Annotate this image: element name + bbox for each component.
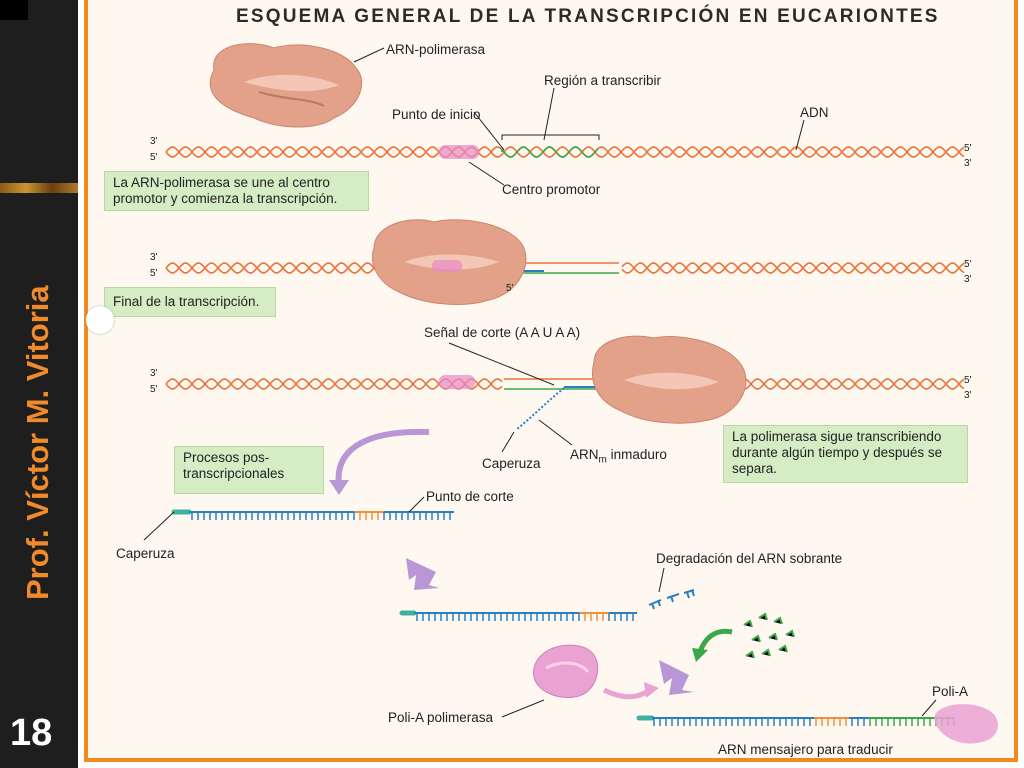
- label-arn-mensajero: ARN mensajero para traducir: [718, 742, 893, 757]
- leader-caperuza-2: [143, 511, 175, 541]
- end-3-row3-right: 3': [964, 390, 972, 401]
- label-arn-polimerasa: ARN-polimerasa: [386, 42, 486, 57]
- dna-strand-3: [165, 375, 965, 431]
- arnm-prefix: ARN: [570, 447, 599, 462]
- rna-polymerase-3: [591, 335, 747, 424]
- rna-polymerase-1: [209, 43, 363, 128]
- end-5-row1-left: 5': [150, 152, 158, 163]
- end-5-row2-mid: 5': [506, 283, 514, 294]
- immature-mrna-tail: [515, 387, 565, 431]
- arnm-suffix: inmaduro: [606, 447, 667, 462]
- label-arnm-inmaduro: ARNm inmaduro: [570, 447, 667, 466]
- label-senal-corte: Señal de corte (A A U A A): [424, 325, 581, 340]
- dna-strand-1: [165, 145, 965, 159]
- label-region-transcribir: Región a transcribir: [544, 73, 662, 88]
- promoter-region-1: [439, 145, 479, 159]
- end-3-row1-right: 3': [964, 158, 972, 169]
- binder-hole: [86, 306, 114, 334]
- label-adn: ADN: [800, 105, 829, 120]
- green-arrow: [697, 628, 733, 653]
- leader-arn-polimerasa: [353, 47, 385, 63]
- author-name: Prof. Víctor M. Vitoria: [20, 285, 55, 600]
- mrna-cleaved: [399, 610, 637, 621]
- end-3-row2-left: 3': [150, 252, 158, 263]
- end-3-row1-left: 3': [150, 136, 158, 147]
- end-3-row3-left: 3': [150, 368, 158, 379]
- page-number: 18: [10, 712, 53, 754]
- free-nucleotides: [743, 612, 795, 659]
- leader-degradacion: [658, 567, 665, 593]
- end-5-row3-left: 5': [150, 384, 158, 395]
- label-centro-promotor: Centro promotor: [502, 182, 601, 197]
- leader-senal-corte: [448, 342, 555, 386]
- leader-caperuza-1: [501, 431, 515, 453]
- process-arrow-2: [406, 558, 439, 590]
- mature-mrna: [636, 704, 999, 744]
- leader-adn: [795, 119, 805, 151]
- process-arrow-1: [335, 428, 430, 486]
- note-post-transcriptional: Procesos pos-transcripcionales: [174, 446, 324, 494]
- dna-strand-2: [165, 262, 965, 274]
- label-caperuza-2: Caperuza: [116, 546, 175, 561]
- leader-poli-a: [921, 699, 937, 717]
- mrna-immature: [171, 509, 454, 520]
- leader-punto-inicio: [473, 111, 505, 151]
- leader-poli-a-polimerasa: [501, 699, 545, 718]
- note-end-transcription: Final de la transcripción.: [104, 287, 276, 317]
- label-poli-a: Poli-A: [932, 684, 969, 699]
- promoter-region-3: [439, 375, 475, 389]
- note-polymerase-continues: La polimerasa sigue transcribiendo duran…: [723, 425, 968, 483]
- label-punto-inicio: Punto de inicio: [392, 107, 481, 122]
- end-5-row1-right: 5': [964, 143, 972, 154]
- label-punto-corte: Punto de corte: [426, 489, 514, 504]
- degraded-rna-fragments: [648, 589, 695, 610]
- sidebar: Prof. Víctor M. Vitoria 18: [0, 0, 78, 768]
- region-bracket: [501, 134, 600, 140]
- end-5-row2-right: 5': [964, 259, 972, 270]
- sidebar-corner: [0, 0, 28, 20]
- leader-centro-promotor: [468, 161, 505, 186]
- leader-punto-corte: [408, 496, 425, 513]
- poly-a-polymerase: [533, 644, 599, 698]
- diagram-title: ESQUEMA GENERAL DE LA TRANSCRIPCIÓN EN E…: [236, 6, 940, 27]
- rna-polymerase-2: [372, 219, 527, 305]
- leader-region: [543, 87, 555, 141]
- note-binding: La ARN-polimerasa se une al centro promo…: [104, 171, 369, 211]
- sidebar-stripe: [0, 183, 78, 193]
- label-poli-a-polimerasa: Poli-A polimerasa: [388, 710, 494, 725]
- end-3-row2-right: 3': [964, 274, 972, 285]
- transcription-diagram: [143, 43, 999, 744]
- process-arrow-3: [659, 660, 694, 695]
- arnm-subscript: m: [598, 454, 607, 466]
- end-5-row2-left: 5': [150, 268, 158, 279]
- label-caperuza-1: Caperuza: [482, 456, 541, 471]
- leader-arnm: [538, 419, 573, 446]
- diagram-panel: [84, 0, 1018, 762]
- end-5-row3-right: 5': [964, 375, 972, 386]
- label-degradacion: Degradación del ARN sobrante: [656, 551, 843, 566]
